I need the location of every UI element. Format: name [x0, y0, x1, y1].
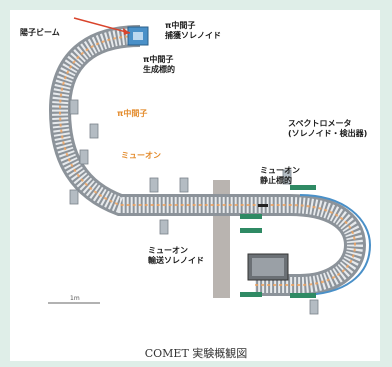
label-pion-solenoid: π中間子 捕獲ソレノイド	[165, 21, 221, 40]
proton-beam-arrow	[73, 17, 131, 34]
solenoid-rings	[51, 28, 364, 293]
label-pion-target: π中間子 生成標的	[143, 55, 175, 74]
supports	[69, 99, 319, 315]
muon-track	[58, 35, 357, 286]
green-coil-5	[290, 293, 316, 298]
label-muon-stop-target: ミューオン 静止標的	[260, 166, 300, 185]
solenoid-outer	[48, 25, 367, 296]
green-coil-1	[290, 185, 316, 190]
green-coil-3	[240, 228, 262, 233]
proton-beam-head	[123, 28, 130, 35]
green-coil-4	[240, 292, 262, 297]
label-pion: π中間子	[117, 109, 148, 118]
detector-inner	[252, 258, 284, 276]
figure-caption: COMET 実験概観図	[144, 347, 248, 360]
label-muon-solenoid: ミューオン 輸送ソレノイド	[148, 246, 204, 265]
label-spectrometer: スペクトロメータ (ソレノイド・検出器)	[288, 119, 368, 138]
spectrometer-outline	[299, 194, 372, 296]
label-muon: ミューオン	[121, 151, 161, 160]
scale-label: 1m	[70, 295, 80, 302]
label-proton-beam: 陽子ビーム	[20, 28, 60, 37]
pion-target-inner	[133, 32, 143, 40]
green-coil-2	[240, 214, 262, 219]
muon-stop-target	[258, 204, 268, 207]
